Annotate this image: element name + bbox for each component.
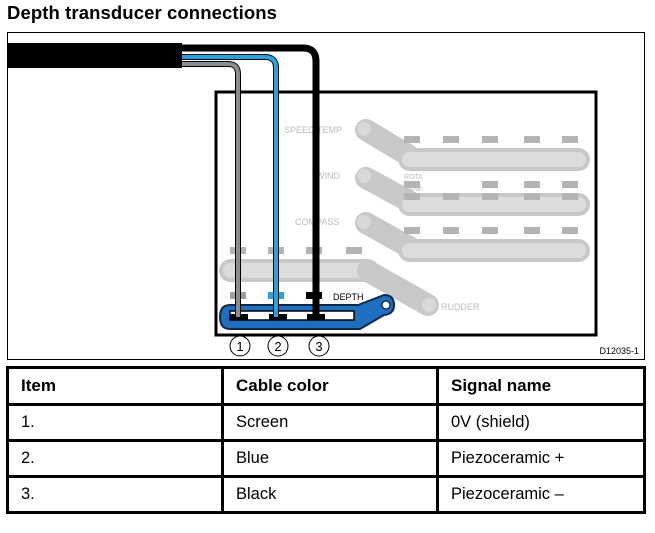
rudder-connector <box>219 259 439 316</box>
depth-label: DEPTH <box>333 292 364 302</box>
cell-item: 2. <box>6 439 224 478</box>
terminal-pad <box>404 181 420 188</box>
cell-signal-name: 0V (shield) <box>436 403 646 442</box>
table-header-row: Item Cable color Signal name <box>6 366 646 406</box>
terminal-pad <box>443 227 459 234</box>
terminal-pad <box>443 136 459 143</box>
terminal-pad <box>562 181 578 188</box>
wiring-diagram-canvas: SPEED/TEMP WIND ROTA VANE COMPASS RUDDER… <box>8 43 598 357</box>
wind-label: WIND <box>316 171 340 181</box>
black-wire <box>182 44 320 317</box>
terminal-pad <box>562 193 578 200</box>
terminal-pad <box>562 227 578 234</box>
transducer-cable-jacket <box>8 43 182 68</box>
table-row: 1. Screen 0V (shield) <box>6 403 646 442</box>
compass-connector <box>355 212 590 262</box>
terminal-pad <box>404 227 420 234</box>
terminal-pad <box>443 193 459 200</box>
cell-item: 3. <box>6 475 224 514</box>
cell-cable-color: Blue <box>221 439 439 478</box>
cell-signal-name: Piezoceramic + <box>436 439 646 478</box>
callout-3: 3 <box>308 335 330 357</box>
blue-wire <box>182 55 278 317</box>
terminal-pad <box>524 193 540 200</box>
callout-2: 2 <box>267 335 289 357</box>
header-cable-color: Cable color <box>221 366 439 406</box>
figure-id: D12035-1 <box>599 346 639 356</box>
cell-cable-color: Screen <box>221 403 439 442</box>
page-title: Depth transducer connections <box>7 2 278 23</box>
terminal-pad <box>524 136 540 143</box>
terminal-pad <box>482 193 498 200</box>
header-item: Item <box>6 366 224 406</box>
terminal-pad <box>346 247 362 254</box>
terminal-pad <box>482 136 498 143</box>
terminal-pad <box>482 181 498 188</box>
terminal-pad <box>404 193 420 200</box>
terminal-pad <box>562 136 578 143</box>
wiring-diagram: SPEED/TEMP WIND ROTA VANE COMPASS RUDDER… <box>7 32 645 360</box>
callout-1: 1 <box>229 335 251 357</box>
rota-label: ROTA <box>404 174 423 181</box>
connections-table: Item Cable color Signal name 1. Screen 0… <box>6 366 646 514</box>
terminal-pad <box>524 227 540 234</box>
terminal-pad <box>524 181 540 188</box>
rudder-label: RUDDER <box>441 302 480 312</box>
speed-temp-connector <box>355 119 590 171</box>
terminal-pad <box>482 227 498 234</box>
table-row: 2. Blue Piezoceramic + <box>6 439 646 478</box>
vane-label: VANE <box>404 186 423 193</box>
cell-item: 1. <box>6 403 224 442</box>
table-row: 3. Black Piezoceramic – <box>6 475 646 514</box>
header-signal-name: Signal name <box>436 366 646 406</box>
svg-text:2: 2 <box>274 339 281 354</box>
cell-signal-name: Piezoceramic – <box>436 475 646 514</box>
screen-wire <box>182 62 240 317</box>
cell-cable-color: Black <box>221 475 439 514</box>
svg-text:1: 1 <box>236 339 243 354</box>
terminal-pad <box>404 136 420 143</box>
svg-text:3: 3 <box>315 339 322 354</box>
